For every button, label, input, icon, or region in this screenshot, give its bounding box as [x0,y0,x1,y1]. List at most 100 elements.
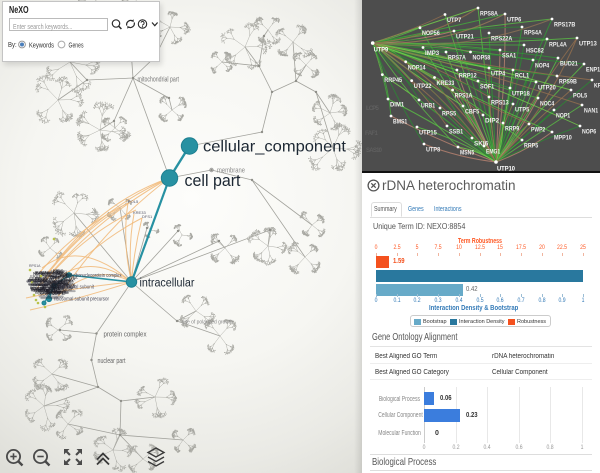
svg-text:RPL2A: RPL2A [27,280,39,284]
svg-text:REI1: REI1 [38,277,46,281]
svg-text:RRP1: RRP1 [63,281,73,285]
svg-text:YTM1: YTM1 [30,287,40,291]
svg-text:RPL23A: RPL23A [59,287,74,291]
svg-text:RPS1A: RPS1A [455,93,473,100]
svg-text:RPS6A: RPS6A [28,279,41,283]
svg-text:RPS6A: RPS6A [36,283,49,287]
svg-text:RPL7A: RPL7A [64,283,76,287]
svg-text:BUD20: BUD20 [60,274,72,278]
svg-text:RPS0B: RPS0B [29,277,42,281]
svg-text:NOC2: NOC2 [54,289,65,293]
svg-text:EBP2: EBP2 [50,276,60,280]
svg-text:NOG1: NOG1 [40,292,51,296]
svg-text:BRX1: BRX1 [46,288,56,292]
svg-text:TIF6: TIF6 [43,280,51,284]
svg-text:RLP7: RLP7 [35,277,45,281]
svg-text:ARX1: ARX1 [53,280,63,284]
svg-text:RPL13B: RPL13B [42,285,57,289]
svg-text:NOP4: NOP4 [535,63,549,70]
svg-text:LSG1: LSG1 [53,270,63,274]
svg-text:RPL8A: RPL8A [56,273,68,277]
svg-text:NOP15: NOP15 [31,283,43,287]
svg-text:CBF5: CBF5 [465,109,479,116]
svg-text:LSG1: LSG1 [58,281,68,285]
svg-text:RRP1: RRP1 [61,284,71,288]
svg-text:RPS22A: RPS22A [491,36,512,43]
svg-text:NOG1: NOG1 [56,271,67,275]
svg-text:RPL16A: RPL16A [31,289,46,293]
svg-text:RRP12: RRP12 [459,73,477,80]
svg-text:NOC2: NOC2 [33,283,44,287]
svg-text:site of polarized growth: site of polarized growth [182,320,233,326]
svg-text:RPS18B: RPS18B [30,279,45,283]
svg-text:RPS9A: RPS9A [61,280,74,284]
svg-text:RPS18B: RPS18B [42,280,57,284]
svg-text:RPS16A: RPS16A [54,276,69,280]
svg-text:NOP7: NOP7 [38,288,48,292]
svg-text:RLP7: RLP7 [60,274,70,278]
svg-text:UTP20: UTP20 [538,85,556,92]
svg-text:NOP53: NOP53 [53,286,65,290]
svg-text:RPL4A: RPL4A [549,42,567,49]
svg-text:RPL23A: RPL23A [36,271,51,275]
svg-text:NSA2: NSA2 [45,292,55,296]
svg-text:NOP15: NOP15 [53,281,65,285]
svg-text:RPL23A: RPL23A [43,286,58,290]
svg-text:RPS4A: RPS4A [524,30,542,37]
svg-text:NOG1: NOG1 [48,282,59,286]
svg-text:TIF6: TIF6 [58,290,66,294]
svg-text:SDO1: SDO1 [32,289,42,293]
svg-text:membrane: membrane [217,168,245,175]
svg-text:UTP22: UTP22 [414,83,432,90]
svg-text:BRX1: BRX1 [45,289,55,293]
svg-text:UTP21: UTP21 [456,34,474,41]
svg-text:UTP15: UTP15 [419,130,437,137]
svg-text:DIP2: DIP2 [485,118,499,125]
svg-text:IMP3: IMP3 [425,50,439,57]
svg-text:mitochondrial part: mitochondrial part [138,77,180,84]
svg-text:CIC1: CIC1 [56,270,65,274]
svg-text:RPS11B: RPS11B [53,273,68,277]
svg-text:NAN1: NAN1 [584,108,598,115]
svg-text:NOP58: NOP58 [473,55,491,62]
svg-text:protein complex: protein complex [104,330,147,339]
svg-text:UTP6: UTP6 [507,17,521,24]
svg-text:UTP6: UTP6 [58,283,68,287]
svg-text:RPL31A: RPL31A [61,278,76,282]
svg-text:FAF1: FAF1 [365,131,378,137]
svg-text:RPS23B: RPS23B [61,285,76,289]
svg-text:BRX1: BRX1 [41,273,51,277]
svg-text:ERB1: ERB1 [30,275,40,279]
svg-text:UTP7: UTP7 [447,17,461,24]
svg-text:LCP5: LCP5 [366,106,379,112]
svg-text:MSN5: MSN5 [460,150,474,157]
svg-text:ERB1: ERB1 [64,283,74,287]
svg-text:cell part: cell part [185,172,241,190]
svg-text:RPS2: RPS2 [43,281,53,285]
svg-text:YTM1: YTM1 [45,274,55,278]
svg-text:NOP56: NOP56 [46,272,58,276]
svg-text:SKI6: SKI6 [474,141,488,148]
svg-text:BUD21: BUD21 [560,61,578,68]
svg-text:RPS24B: RPS24B [58,279,73,283]
svg-text:RPL13B: RPL13B [47,271,62,275]
svg-text:RPL8A: RPL8A [40,291,52,295]
svg-text:RPL11B: RPL11B [58,288,72,292]
svg-text:TIF6: TIF6 [50,270,58,274]
svg-text:RPS9A: RPS9A [48,291,61,295]
svg-text:SAS10: SAS10 [366,148,383,154]
svg-text:UTP13: UTP13 [579,41,597,48]
svg-text:NOP56: NOP56 [422,30,440,37]
svg-text:RPS2: RPS2 [32,287,42,291]
svg-text:RPL4B: RPL4B [44,283,56,287]
svg-text:NOP7: NOP7 [39,280,49,284]
svg-text:NOC4: NOC4 [540,101,554,108]
svg-text:RRP5: RRP5 [524,143,538,150]
svg-text:RRP42: RRP42 [59,284,71,288]
svg-text:RPL21A: RPL21A [39,275,54,279]
svg-text:RSA4: RSA4 [37,286,47,290]
svg-text:RPS24B: RPS24B [45,276,60,280]
svg-text:SOF1: SOF1 [480,84,494,91]
svg-text:UTP10: UTP10 [497,166,515,173]
svg-text:MRT4: MRT4 [38,289,48,293]
